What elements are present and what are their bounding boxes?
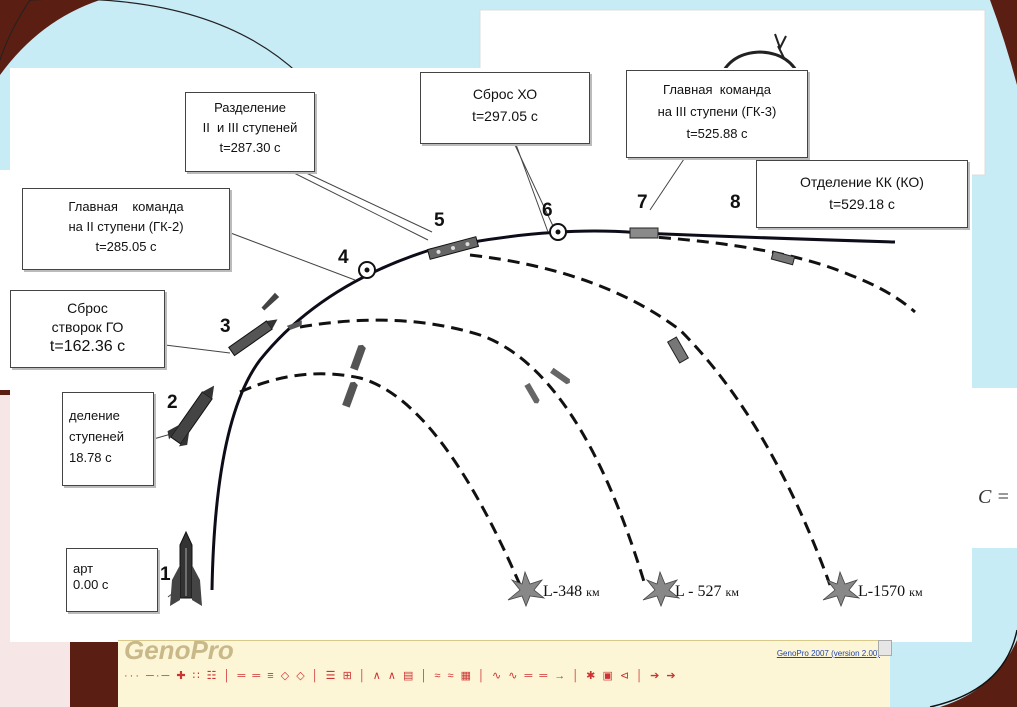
impact-burst-icon-3 [822, 570, 861, 608]
label-sep1-line3: 18.78 с [69, 450, 112, 465]
genopro-toolbar: GenoPro GenoPro 2007 (version 2.00) ··· … [118, 635, 890, 707]
distance-label-3: L-1570 км [858, 583, 923, 601]
impact-burst-icon-2 [642, 570, 681, 608]
label-gk2-line2: на II ступени (ГК-2) [68, 219, 184, 234]
label-sep1-line1: деление [69, 408, 120, 423]
rocket-stage2-icon [167, 385, 215, 447]
event-marker-4 [358, 261, 376, 279]
spent-stage-icon-b [342, 381, 358, 408]
label-gk3-line3: t=525.88 с [686, 126, 748, 141]
distance-2-value: L - 527 [675, 583, 722, 600]
distance-3-value: L-1570 [858, 583, 906, 600]
stage-number-6: 6 [542, 200, 553, 221]
fall-trajectory-1 [239, 372, 522, 586]
spent-stage-icon-d [550, 367, 570, 385]
label-kk-line2: t=529.18 с [829, 196, 895, 212]
spent-stage-icon-f [770, 250, 796, 266]
stage-number-1: 1 [160, 564, 171, 585]
label-xo-line1: Сброс ХО [472, 86, 538, 102]
stage-number-8: 8 [730, 192, 741, 213]
label-start-line1: арт [73, 561, 94, 576]
label-fairing-line1: Сброс [67, 300, 108, 316]
label-fairing-line3: t=162.36 с [49, 338, 126, 355]
spent-stage-icon-e [666, 336, 690, 364]
distance-3-unit: км [909, 585, 923, 599]
main-trajectory [210, 229, 896, 591]
stage-number-2: 2 [167, 392, 178, 413]
label-gk3-line2: на III ступени (ГК-3) [657, 104, 777, 119]
toolbar-scroll-handle[interactable] [878, 640, 892, 656]
label-xo-line2: t=297.05 с [472, 108, 538, 124]
spent-stage-icon-c [524, 382, 540, 404]
label-sep23-line3: t=287.30 с [219, 140, 281, 155]
rocket-stage5-icon [426, 236, 480, 260]
sketch-fragment [718, 33, 802, 78]
label-start-line2: 0.00 с [73, 577, 109, 592]
label-fairing-drop: Сброс створок ГО t=162.36 с [10, 290, 165, 368]
fairing-fragment-icon [261, 292, 280, 311]
event-marker-6 [549, 223, 567, 241]
label-xo-drop: Сброс ХО t=297.05 с [420, 72, 590, 144]
stage-number-4: 4 [338, 247, 349, 268]
label-capsule-separation: Отделение КК (КО) t=529.18 с [756, 160, 968, 228]
label-kk-line1: Отделение КК (КО) [800, 174, 924, 190]
rocket-launch-icon [170, 530, 202, 606]
genopro-version-link[interactable]: GenoPro 2007 (version 2.00) [776, 649, 880, 658]
fairing-fragment-icon-2 [286, 320, 302, 330]
fall-trajectory-4 [639, 234, 916, 314]
distance-label-1: L-348 км [543, 583, 600, 601]
label-start: арт 0.00 с [66, 548, 158, 612]
label-gk2: Главная команда на II ступени (ГК-2) t=2… [22, 188, 230, 270]
stage-number-7: 7 [637, 192, 648, 213]
label-fairing-line2: створок ГО [51, 319, 124, 335]
label-sep1-line2: ступеней [69, 429, 125, 444]
label-sep23-line2: II и III ступеней [202, 120, 298, 135]
fall-trajectory-3 [469, 253, 832, 586]
formula-fragment: C = [978, 486, 1010, 508]
label-sep23-line1: Разделение [214, 100, 286, 115]
distance-label-2: L - 527 км [675, 583, 739, 601]
label-stage-separation-2-3: Разделение II и III ступеней t=287.30 с [185, 92, 315, 172]
label-gk3: Главная команда на III ступени (ГК-3) t=… [626, 70, 808, 158]
toolbar-symbol-row[interactable]: ··· ─·─ ✚ ∷ ☷ │ ═ ═ ≡ ◇ ◇ │ ☰ ⊞ │ ∧ ∧ ▤ … [124, 670, 678, 682]
label-gk2-line1: Главная команда [68, 199, 184, 214]
label-gk2-line3: t=285.05 с [95, 239, 157, 254]
stage-number-3: 3 [220, 316, 231, 337]
impact-burst-icon-1 [507, 570, 546, 608]
fall-trajectory-2 [299, 318, 647, 586]
spent-stage-icon-a [350, 344, 366, 371]
rocket-stage3-icon [228, 319, 278, 357]
label-stage-separation-1: деление ступеней 18.78 с [62, 392, 154, 486]
stage-number-5: 5 [434, 210, 445, 231]
capsule-icon [629, 227, 659, 239]
distance-1-unit: км [586, 585, 600, 599]
distance-1-value: L-348 [543, 583, 583, 600]
label-gk3-line1: Главная команда [663, 82, 771, 97]
genopro-logo: GenoPro [124, 635, 234, 665]
distance-2-unit: км [725, 585, 739, 599]
